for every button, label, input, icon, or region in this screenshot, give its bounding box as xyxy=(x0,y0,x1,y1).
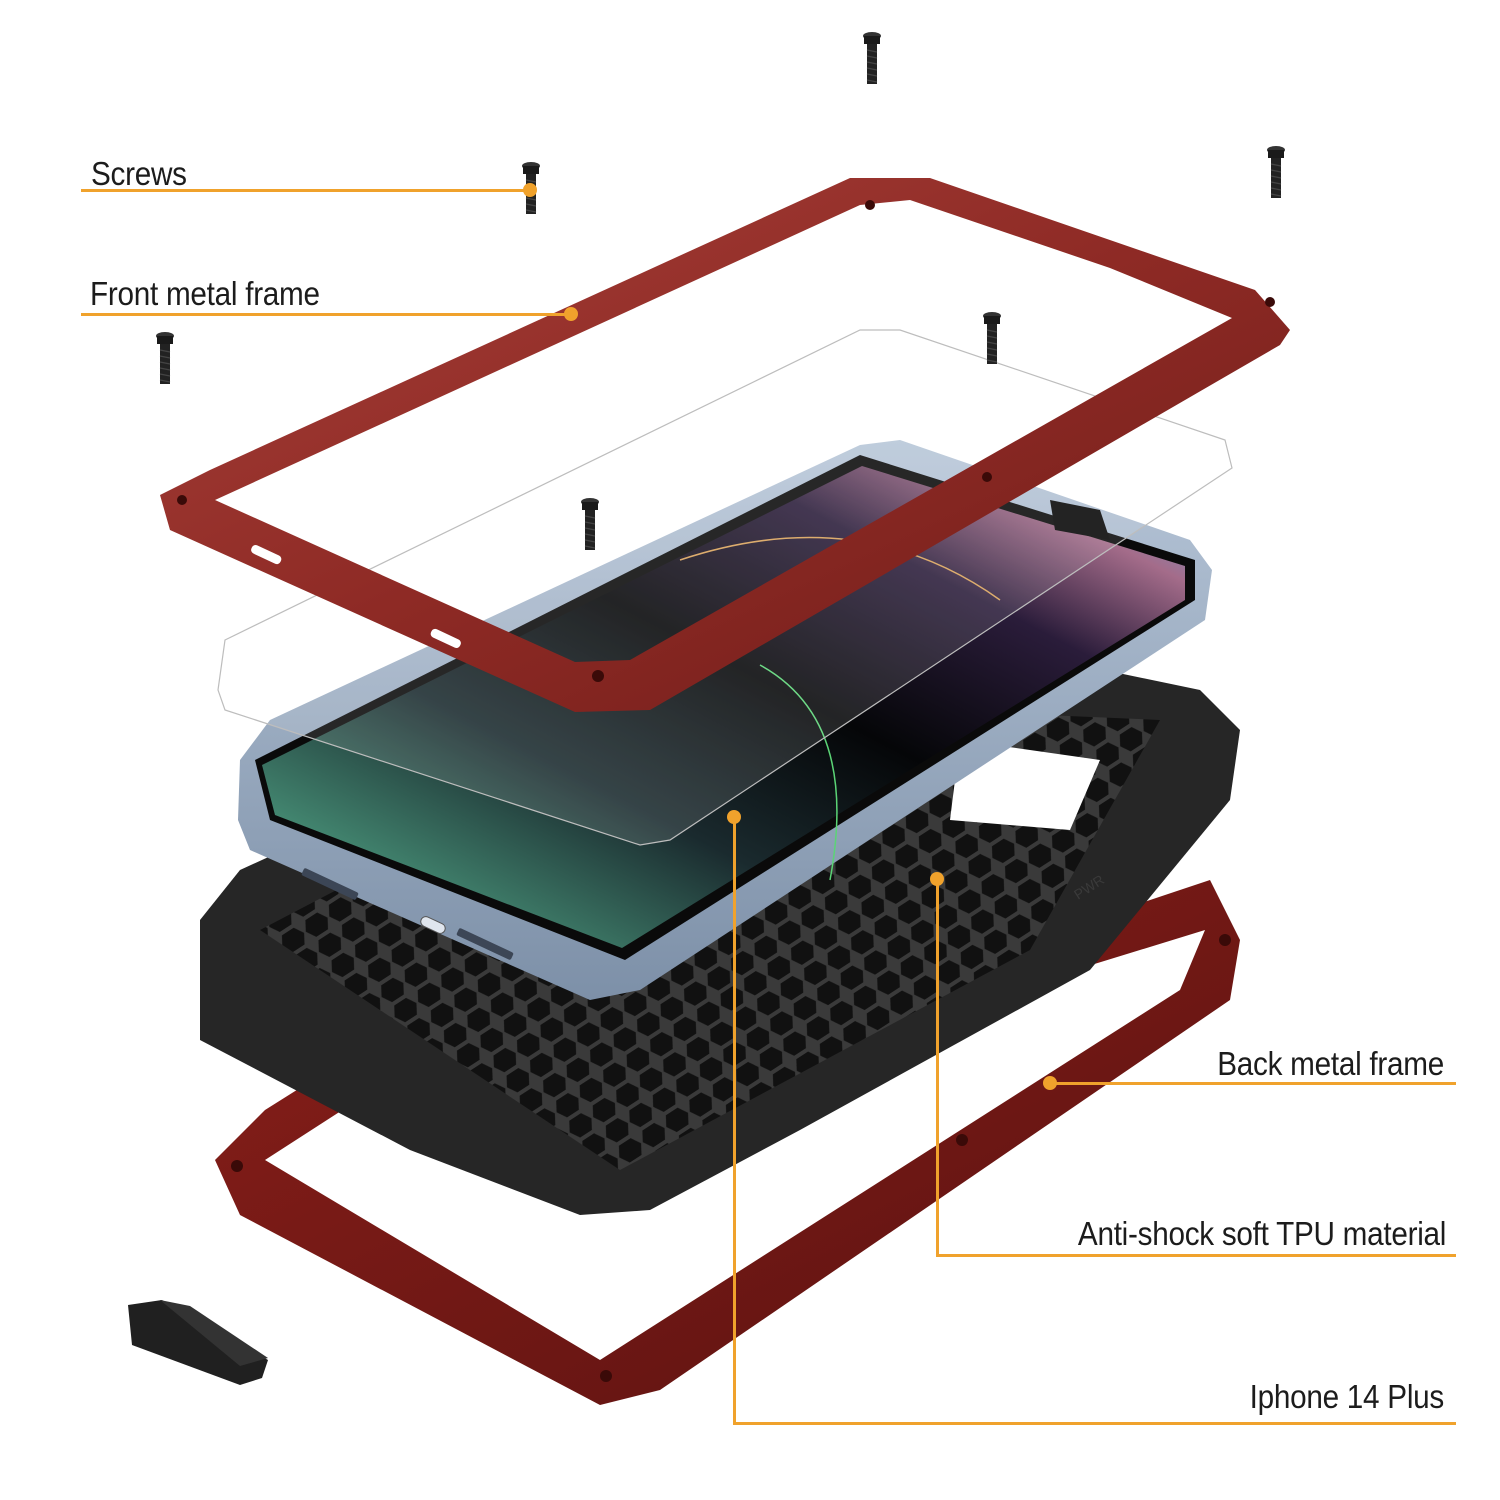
leader-line-back-frame xyxy=(1050,1082,1456,1085)
port-plug xyxy=(128,1300,268,1385)
leader-line-front-frame xyxy=(81,313,570,316)
callout-label-back-frame: Back metal frame xyxy=(1217,1045,1444,1082)
leader-line-screws xyxy=(81,189,530,192)
screw-icon xyxy=(155,331,175,385)
screw-icon xyxy=(982,311,1002,365)
leader-line-phone xyxy=(733,1422,1456,1425)
leader-line-phone-vertical xyxy=(733,817,736,1424)
callout-dot-phone xyxy=(727,810,741,824)
screw-icon xyxy=(1266,145,1286,199)
callout-label-phone: Iphone 14 Plus xyxy=(1249,1378,1445,1415)
screw-icon xyxy=(862,31,882,85)
callout-dot-back-frame xyxy=(1043,1076,1057,1090)
callout-label-front-frame: Front metal frame xyxy=(90,275,320,312)
phone xyxy=(238,440,1212,1000)
leader-line-tpu-vertical xyxy=(936,879,939,1256)
leader-line-tpu xyxy=(936,1254,1456,1257)
front-metal-frame xyxy=(160,178,1290,712)
callout-dot-tpu xyxy=(930,872,944,886)
callout-dot-front-frame xyxy=(564,307,578,321)
callout-label-screws: Screws xyxy=(91,155,187,192)
screen-protector xyxy=(217,329,1233,846)
callout-dot-screws xyxy=(523,183,537,197)
callout-label-tpu: Anti-shock soft TPU material xyxy=(1077,1215,1446,1252)
